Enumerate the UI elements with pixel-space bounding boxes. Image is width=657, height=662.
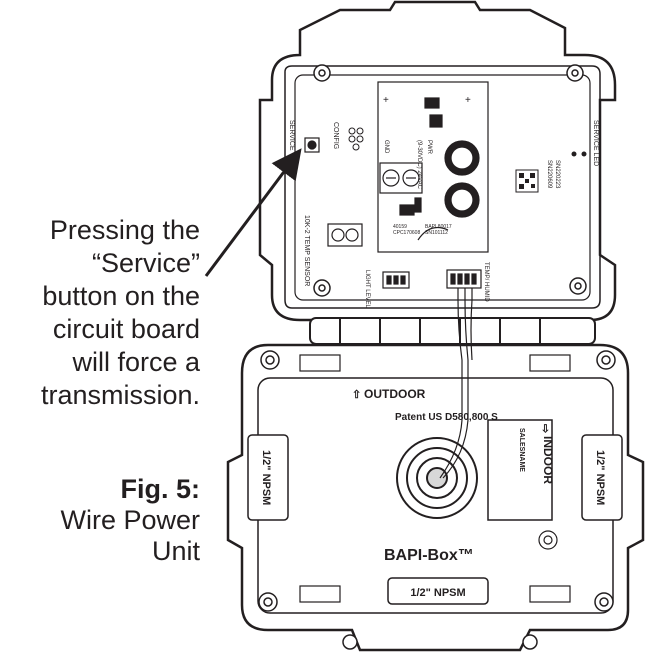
instruction-line: transmission. [40,380,200,410]
service-led [571,151,587,157]
instruction-line: will force a [72,347,200,377]
serial-b-label: SN220223 [554,160,560,189]
figure-title-line: Unit [151,536,200,566]
light-level-label: LIGHT LEVEL [364,270,370,309]
base-tabs [299,354,571,603]
npsm-bottom-label: 1/2" NPSM [410,587,465,599]
sticker-label: SALESNAME [518,428,525,472]
patent-label: Patent US D580,800 S [395,412,498,423]
npsm-right [581,434,623,521]
indoor-arrow-icon: ⇨ [539,424,551,434]
npsm-left [247,434,289,521]
figure-title-line: Wire Power [60,505,200,535]
service-button[interactable] [304,137,320,153]
base-screws [258,350,616,650]
npsm-bottom [387,577,489,605]
pointer-arrow [204,148,302,277]
part-b2-label: SN101112 [425,230,448,236]
part-a2-label: CPC170608 [393,230,420,236]
temp-sensor-terminal [327,223,363,247]
cable-gland [396,437,478,519]
service-led-label: SERVICE LED [592,120,599,166]
instruction-line: circuit board [52,314,200,344]
indoor-label: INDOOR [541,436,555,484]
instruction-text: Pressing the “Service” button on the cir… [0,214,200,412]
instruction-line: “Service” [91,248,200,278]
brand-label: BAPI-Box™ [384,547,474,564]
temp-sensor-label: 10K-2 TEMP SENSOR [303,215,310,286]
figure-caption: Fig. 5: Wire Power Unit [0,474,200,567]
indoor-sticker [487,419,553,521]
npsm-left-label: 1/2" NPSM [260,450,272,505]
qr-code [515,169,539,193]
circuit-board [377,81,489,253]
volt-range-label: (9-30VDC) 24VAC [416,140,422,190]
config-jumpers [348,127,364,151]
outdoor-label: OUTDOOR [364,387,426,401]
temp-humid-connector [446,269,482,289]
service-label: SERVICE [288,120,295,151]
board-labels: + + PWR (9-30VDC) 24VAC GND 40159 CPC170… [383,95,471,236]
instruction-line: button on the [42,281,200,311]
pwr-label: PWR [426,140,432,155]
part-a-label: 40159 [393,224,407,230]
part-b-label: BAPI 80017 [425,224,452,230]
svg-text:+: + [465,95,471,106]
lid-screws [313,64,587,297]
config-label: CONFIG [332,122,339,149]
hinge [309,317,596,345]
light-level-connector [382,271,410,289]
svg-text:+: + [383,95,389,106]
temp-humid-label: TEMP/ HUMID [483,262,489,302]
dial [538,530,558,550]
outdoor-arrow-icon: ⇧ [352,389,361,401]
wire [439,288,473,479]
figure-label: Fig. 5: [120,474,201,504]
npsm-right-label: 1/2" NPSM [594,450,606,505]
serial-a-label: SN220609 [546,160,552,189]
instruction-line: Pressing the [49,215,200,245]
gnd-label: GND [383,140,389,154]
